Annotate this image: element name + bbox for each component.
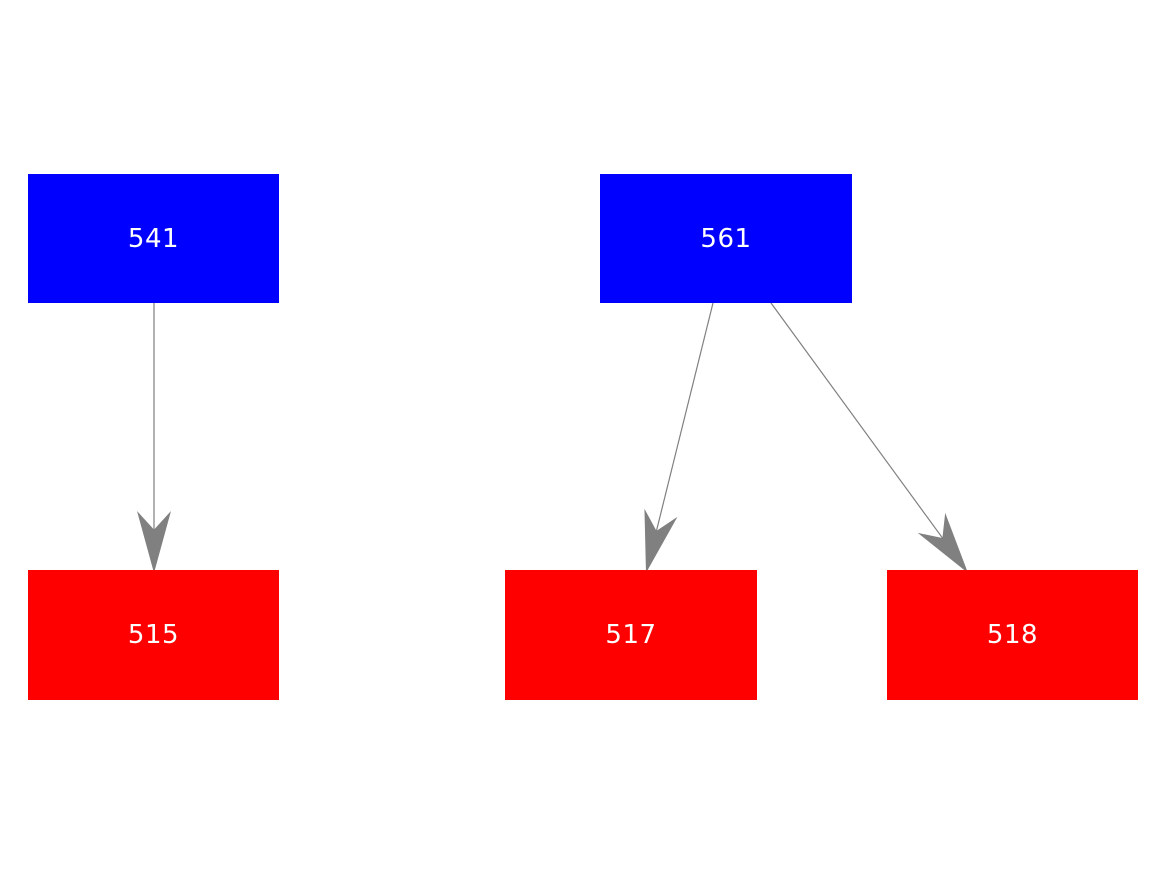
edge-541-515 <box>137 303 171 573</box>
node-518-label: 518 <box>986 620 1039 650</box>
node-517-label: 517 <box>605 620 657 650</box>
node-518[interactable]: 518 <box>887 570 1138 700</box>
edge-561-518-arrowhead-icon <box>917 512 968 573</box>
edge-561-517-arrowhead-icon <box>644 508 678 573</box>
node-515[interactable]: 515 <box>28 570 279 700</box>
edge-561-517 <box>644 302 714 573</box>
node-561[interactable]: 561 <box>600 174 852 303</box>
node-561-label: 561 <box>700 223 752 254</box>
node-515-label: 515 <box>127 620 180 650</box>
edge-561-518 <box>770 302 968 573</box>
node-517[interactable]: 517 <box>505 570 757 700</box>
edge-561-517-line <box>654 302 714 536</box>
edge-541-515-arrowhead-icon <box>137 511 171 573</box>
edge-561-518-line <box>770 302 946 543</box>
node-541-label: 541 <box>127 223 180 254</box>
node-541[interactable]: 541 <box>28 174 279 303</box>
